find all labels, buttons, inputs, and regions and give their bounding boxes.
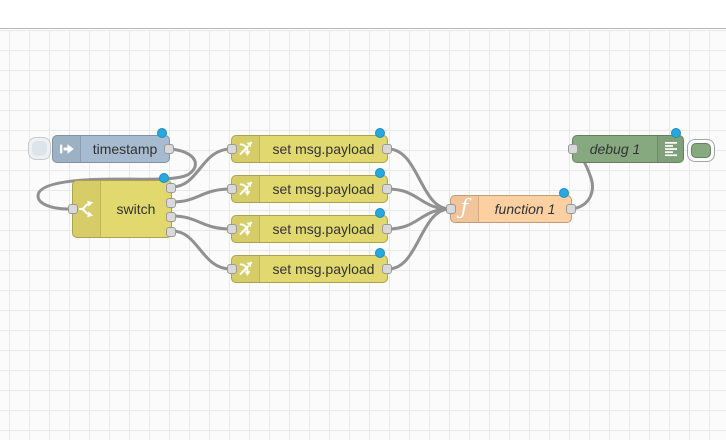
- changed-status-dot: [157, 128, 167, 138]
- debug-node[interactable]: debug 1: [568, 128, 684, 163]
- change-node-2[interactable]: set msg.payload: [227, 168, 392, 203]
- wire-switch-out2-to-change2[interactable]: [170, 187, 233, 204]
- change-shuffle-icon: [232, 216, 260, 242]
- wire-switch-out1-to-change1[interactable]: [170, 147, 233, 189]
- node-label: debug 1: [589, 141, 641, 157]
- inject-trigger-button[interactable]: [28, 137, 51, 160]
- changed-status-dot: [375, 168, 385, 178]
- changed-status-dot: [559, 188, 569, 198]
- switch-node[interactable]: switch: [68, 173, 176, 238]
- input-port[interactable]: [446, 204, 456, 214]
- debug-toggle-button[interactable]: [687, 139, 715, 162]
- input-port[interactable]: [227, 224, 237, 234]
- input-port[interactable]: [227, 144, 237, 154]
- editor-header: [0, 0, 726, 29]
- wire-switch-out3-to-change3[interactable]: [170, 214, 233, 231]
- output-port[interactable]: [382, 184, 392, 194]
- output-port[interactable]: [382, 144, 392, 154]
- output-port-3[interactable]: [166, 212, 176, 222]
- output-port-2[interactable]: [166, 198, 176, 208]
- node-label: set msg.payload: [272, 221, 375, 237]
- debug-list-icon: [657, 136, 683, 162]
- output-port-1[interactable]: [166, 183, 176, 193]
- node-label: timestamp: [92, 141, 158, 157]
- wire-switch-out4-to-change4[interactable]: [170, 229, 233, 271]
- node-label: function 1: [494, 201, 556, 217]
- function-f-icon: ƒ: [451, 196, 479, 222]
- wire-change1-to-function[interactable]: [386, 147, 452, 211]
- change-node-1[interactable]: set msg.payload: [227, 128, 392, 163]
- changed-status-dot: [375, 128, 385, 138]
- node-label: set msg.payload: [272, 181, 375, 197]
- debug-toggle-button-inner: [691, 143, 711, 158]
- output-port-4[interactable]: [166, 227, 176, 237]
- input-port[interactable]: [227, 184, 237, 194]
- inject-arrow-icon: [53, 136, 81, 162]
- wire-change4-to-function[interactable]: [386, 207, 452, 271]
- node-label: set msg.payload: [272, 261, 375, 277]
- changed-status-dot: [375, 208, 385, 218]
- output-port[interactable]: [382, 224, 392, 234]
- input-port[interactable]: [568, 144, 578, 154]
- change-node-4[interactable]: set msg.payload: [227, 248, 392, 283]
- input-port[interactable]: [227, 264, 237, 274]
- node-label: set msg.payload: [272, 141, 375, 157]
- wire-inject-to-switch[interactable]: [36, 147, 197, 211]
- function-node[interactable]: ƒ function 1: [446, 188, 576, 223]
- input-port[interactable]: [68, 204, 78, 214]
- inject-node-timestamp[interactable]: timestamp: [52, 128, 174, 163]
- changed-status-dot: [375, 248, 385, 258]
- node-label: switch: [116, 201, 156, 217]
- output-port[interactable]: [566, 204, 576, 214]
- output-port[interactable]: [164, 144, 174, 154]
- changed-status-dot: [159, 173, 169, 183]
- change-node-3[interactable]: set msg.payload: [227, 208, 392, 243]
- output-port[interactable]: [382, 264, 392, 274]
- changed-status-dot: [671, 128, 681, 138]
- inject-trigger-button-inner: [32, 141, 47, 156]
